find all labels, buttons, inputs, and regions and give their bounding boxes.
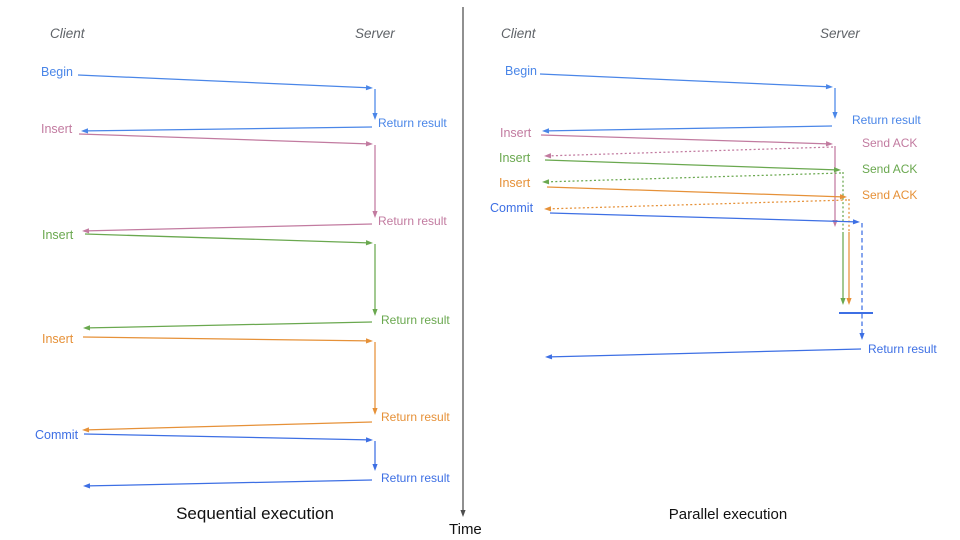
par-send-ack-3: Send ACK — [862, 188, 918, 202]
arrowhead-icon — [460, 510, 466, 517]
par-client-header: Client — [501, 26, 536, 41]
arrowhead-icon — [365, 141, 373, 147]
edge-seq-insert1-response — [82, 223, 373, 234]
seq-msg-insert-3: Insert — [42, 332, 74, 346]
edge-seq-insert3-response — [82, 421, 373, 433]
par-server-header: Server — [820, 26, 860, 41]
arrowhead-icon — [859, 333, 865, 340]
arrowhead-icon — [832, 112, 838, 119]
edge-seq-insert1-processing — [372, 145, 378, 218]
edge-seq-commit-response — [83, 479, 373, 489]
arrowhead-icon — [840, 298, 846, 305]
arrowhead-icon — [365, 437, 373, 443]
edge-par-begin-request — [539, 73, 833, 90]
par-msg-insert-1: Insert — [500, 126, 532, 140]
arrowhead-icon — [542, 128, 550, 134]
arrowhead-icon — [372, 113, 378, 120]
seq-msg-insert-2: Insert — [42, 228, 74, 242]
time-axis-label: Time — [449, 521, 482, 538]
arrowhead-icon — [365, 85, 373, 91]
arrowhead-icon — [825, 84, 833, 90]
arrowhead-icon — [81, 128, 89, 134]
edge-seq-commit-request — [83, 433, 373, 443]
arrowhead-icon — [82, 427, 90, 433]
edge-seq-insert2-request — [84, 233, 373, 246]
par-msg-commit: Commit — [490, 201, 534, 215]
edge-par-insert2-processing — [840, 232, 846, 305]
edge-seq-insert2-response — [83, 321, 373, 331]
edge-par-begin-response — [542, 125, 833, 134]
par-return-1: Return result — [852, 113, 921, 127]
arrowhead-icon — [542, 179, 550, 185]
arrowhead-icon — [83, 483, 91, 489]
edge-par-insert2-request — [544, 159, 841, 173]
edge-par-commit-finish — [859, 314, 865, 340]
arrowhead-icon — [372, 408, 378, 415]
seq-msg-insert-1: Insert — [41, 122, 73, 136]
arrowhead-icon — [372, 211, 378, 218]
edge-time-axis — [460, 7, 466, 517]
edge-seq-insert3-request — [82, 336, 373, 344]
edge-seq-insert1-request — [78, 133, 373, 147]
arrowhead-icon — [846, 298, 852, 305]
arrowhead-icon — [852, 219, 860, 225]
seq-return-1: Return result — [378, 116, 447, 130]
edge-par-commit-response — [545, 348, 862, 360]
seq-client-header: Client — [50, 26, 85, 41]
arrowhead-icon — [544, 153, 552, 159]
seq-msg-begin: Begin — [41, 65, 73, 79]
par-send-ack-2: Send ACK — [862, 162, 918, 176]
seq-return-2: Return result — [378, 214, 447, 228]
par-msg-begin: Begin — [505, 64, 537, 78]
arrowhead-icon — [82, 228, 90, 234]
edge-par-insert2-ack — [542, 172, 842, 185]
seq-server-header: Server — [355, 26, 395, 41]
arrowhead-icon — [833, 167, 841, 173]
edge-par-insert3-processing — [846, 232, 852, 305]
seq-return-3: Return result — [381, 313, 450, 327]
edge-par-begin-processing — [832, 88, 838, 119]
arrowhead-icon — [365, 240, 373, 246]
par-msg-insert-3: Insert — [499, 176, 531, 190]
edge-seq-begin-response — [81, 126, 373, 134]
edge-par-insert3-ack — [544, 199, 848, 212]
edge-seq-insert2-processing — [372, 244, 378, 316]
edge-par-insert3-request — [546, 186, 847, 200]
edge-par-insert1-processing — [832, 146, 838, 227]
arrowhead-icon — [83, 325, 91, 331]
edge-seq-insert3-processing — [372, 342, 378, 415]
edge-par-insert1-request — [540, 134, 833, 147]
seq-msg-commit: Commit — [35, 428, 79, 442]
edge-par-commit-request — [549, 212, 860, 225]
seq-return-4: Return result — [381, 410, 450, 424]
arrowhead-icon — [372, 309, 378, 316]
par-msg-insert-2: Insert — [499, 151, 531, 165]
arrowhead-icon — [544, 206, 552, 212]
edge-par-insert1-ack — [544, 146, 834, 159]
arrowhead-icon — [372, 464, 378, 471]
seq-return-5: Return result — [381, 471, 450, 485]
edge-seq-begin-request — [77, 74, 373, 91]
arrowhead-icon — [545, 354, 553, 360]
edge-seq-begin-processing — [372, 89, 378, 120]
edge-seq-commit-processing — [372, 441, 378, 471]
arrowhead-icon — [839, 194, 847, 200]
arrowhead-icon — [365, 338, 373, 344]
seq-panel-title: Sequential execution — [176, 504, 334, 523]
par-panel-title: Parallel execution — [668, 506, 788, 523]
par-return-2: Return result — [868, 342, 937, 356]
par-send-ack-1: Send ACK — [862, 136, 918, 150]
arrowhead-icon — [825, 141, 833, 147]
